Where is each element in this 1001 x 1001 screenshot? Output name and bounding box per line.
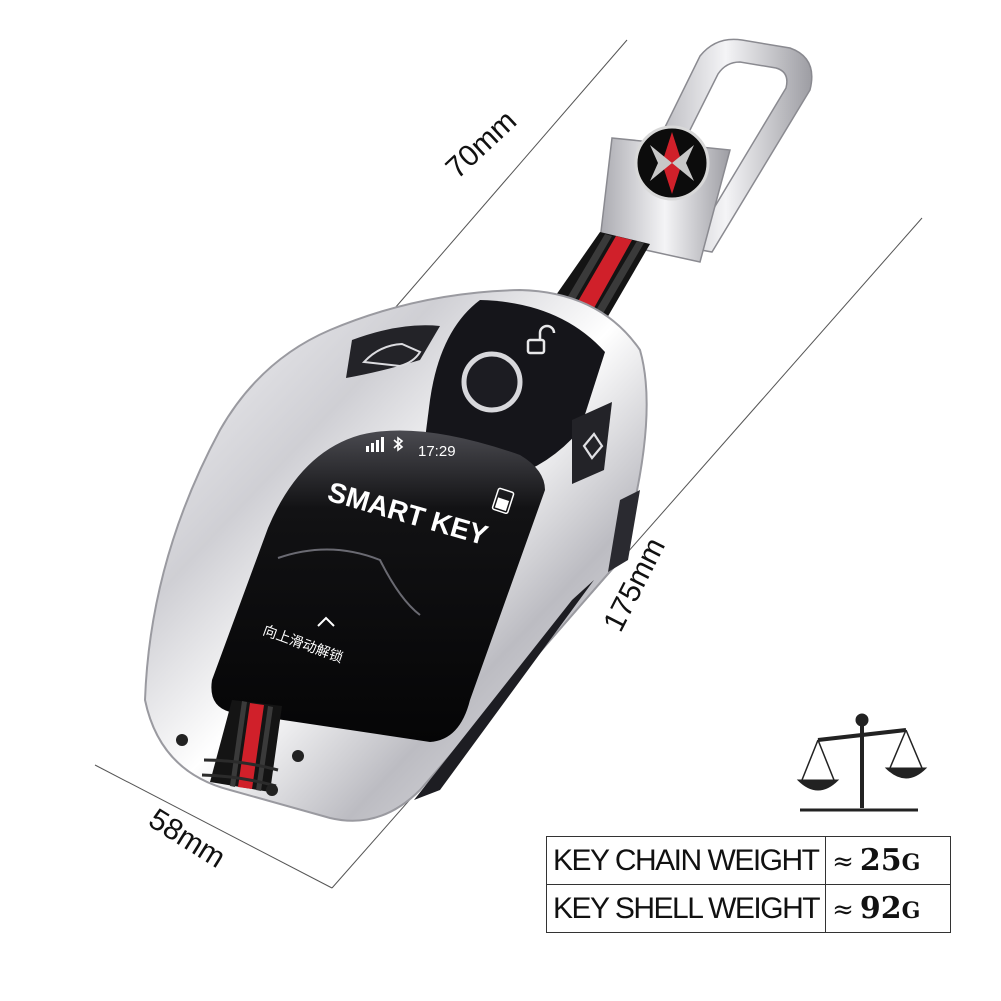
table-row: KEY CHAIN WEIGHT ≈25G: [545, 836, 952, 885]
shell-weight-number: 92: [859, 891, 902, 926]
chain-dimension-line: [394, 39, 628, 309]
chevron-up-icon: [317, 616, 335, 627]
key-ring-clip: [599, 38, 813, 263]
car-button: [346, 325, 440, 378]
shell-weight-unit: G: [901, 898, 921, 924]
approx-symbol: ≈: [832, 847, 854, 877]
diamond-button-icon: [582, 432, 604, 460]
bluetooth-icon: [393, 436, 404, 452]
shell-weight-value: ≈92G: [825, 884, 952, 933]
shell-weight-label: KEY SHELL WEIGHT: [545, 884, 827, 933]
balance-scale-icon: [796, 713, 928, 812]
chain-weight-number: 25: [859, 843, 902, 878]
key-display: [211, 430, 545, 742]
battery-icon: [491, 487, 515, 515]
weight-table: KEY CHAIN WEIGHT ≈25G KEY SHELL WEIGHT ≈…: [545, 836, 952, 933]
strap-lower: [201, 700, 282, 792]
approx-symbol: ≈: [832, 895, 854, 925]
chain-weight-label: KEY CHAIN WEIGHT: [545, 836, 827, 885]
chain-weight-unit: G: [901, 850, 921, 876]
signal-icon: [366, 437, 384, 452]
side-button: [572, 402, 612, 484]
chain-weight-value: ≈25G: [825, 836, 952, 885]
screen-time: 17:29: [418, 443, 456, 460]
key-shell: 17:29 SMART KEY 向上滑动解锁: [143, 288, 648, 822]
unlock-icon: [526, 324, 556, 355]
table-row: KEY SHELL WEIGHT ≈92G: [545, 884, 952, 933]
center-button: [461, 351, 523, 413]
car-icon: [361, 342, 422, 368]
width-dimension-line: [94, 764, 333, 889]
